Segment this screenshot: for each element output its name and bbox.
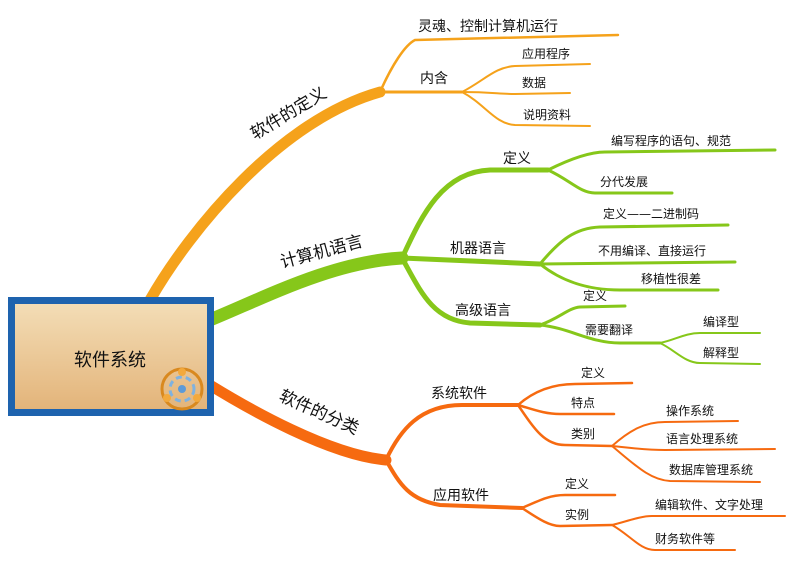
node-machine-port[interactable]: 移植性很差	[641, 271, 701, 286]
node-cat-os[interactable]: 操作系统	[666, 403, 714, 418]
node-lang-def-gen[interactable]: 分代发展	[600, 174, 648, 189]
node-content-data[interactable]: 数据	[522, 75, 546, 90]
node-ex-finance[interactable]: 财务软件等	[655, 531, 715, 546]
link-machine-run	[538, 260, 737, 266]
link-lang-machine	[399, 255, 543, 267]
center-label: 软件系统	[74, 350, 146, 371]
link-content-data	[461, 91, 571, 96]
link-machine-port	[538, 262, 720, 292]
node-content-docs[interactable]: 说明资料	[523, 107, 571, 122]
branch-language-links	[198, 148, 777, 365]
node-high-def[interactable]: 定义	[583, 288, 607, 303]
link-content-docs	[461, 91, 591, 127]
link-high-translate	[538, 323, 662, 345]
link-machine-binary	[538, 223, 730, 266]
center-card[interactable]	[8, 297, 214, 416]
node-lang-def-rules[interactable]: 编写程序的语句、规范	[611, 133, 731, 148]
node-app-examples[interactable]: 实例	[565, 507, 589, 522]
center-card-face	[15, 304, 207, 409]
node-class-app[interactable]: 应用软件	[433, 487, 489, 504]
branch-classification-links	[199, 376, 786, 551]
node-lang-def[interactable]: 定义	[503, 151, 531, 167]
link-cat-db	[611, 445, 761, 483]
link-high-def	[538, 304, 627, 327]
link-content-app	[461, 63, 591, 93]
node-cat-lang[interactable]: 语言处理系统	[666, 432, 738, 446]
link-app-def	[520, 493, 617, 510]
node-content-app[interactable]: 应用程序	[522, 46, 570, 61]
node-app-def[interactable]: 定义	[565, 476, 589, 491]
trunk-definition	[144, 86, 386, 306]
trunk-classification	[199, 376, 392, 466]
link-system-categories	[516, 403, 614, 448]
node-system-categories[interactable]: 类别	[571, 427, 595, 441]
node-machine-run[interactable]: 不用编译、直接运行	[598, 243, 706, 258]
node-cat-db[interactable]: 数据库管理系统	[669, 462, 753, 477]
link-ex-finance	[611, 524, 736, 551]
node-system-features[interactable]: 特点	[571, 395, 595, 410]
node-lang-machine[interactable]: 机器语言	[450, 241, 506, 257]
mindmap-logo-icon	[160, 367, 204, 411]
node-content[interactable]: 内含	[420, 71, 448, 87]
node-high-translate[interactable]: 需要翻译	[585, 323, 633, 337]
link-class-system	[384, 403, 520, 462]
link-lang-def	[399, 167, 551, 261]
node-class-system[interactable]: 系统软件	[431, 386, 487, 402]
node-translate-compile[interactable]: 编译型	[703, 314, 739, 329]
link-ex-edit	[611, 515, 786, 526]
link-cat-os	[611, 420, 739, 447]
node-soul[interactable]: 灵魂、控制计算机运行	[418, 19, 558, 35]
link-lang-def-rules	[546, 148, 777, 172]
link-system-def	[516, 381, 634, 407]
link-translate-interpret	[659, 342, 761, 365]
link-system-features	[516, 403, 616, 416]
node-ex-edit[interactable]: 编辑软件、文字处理	[655, 497, 763, 512]
branch-definition-links	[144, 33, 620, 306]
link-soul	[378, 33, 620, 94]
node-translate-interpret[interactable]: 解释型	[703, 346, 739, 360]
node-machine-binary[interactable]: 定义——二进制码	[603, 206, 699, 221]
link-cat-lang	[611, 445, 776, 452]
trunk-language	[198, 251, 409, 329]
link-lang-def-gen	[546, 168, 674, 195]
link-translate-compile	[659, 332, 761, 344]
link-class-app	[384, 458, 524, 510]
link-lang-high	[399, 255, 543, 328]
node-system-def[interactable]: 定义	[581, 365, 605, 380]
node-lang-high[interactable]: 高级语言	[455, 302, 511, 319]
link-app-examples	[520, 506, 614, 528]
